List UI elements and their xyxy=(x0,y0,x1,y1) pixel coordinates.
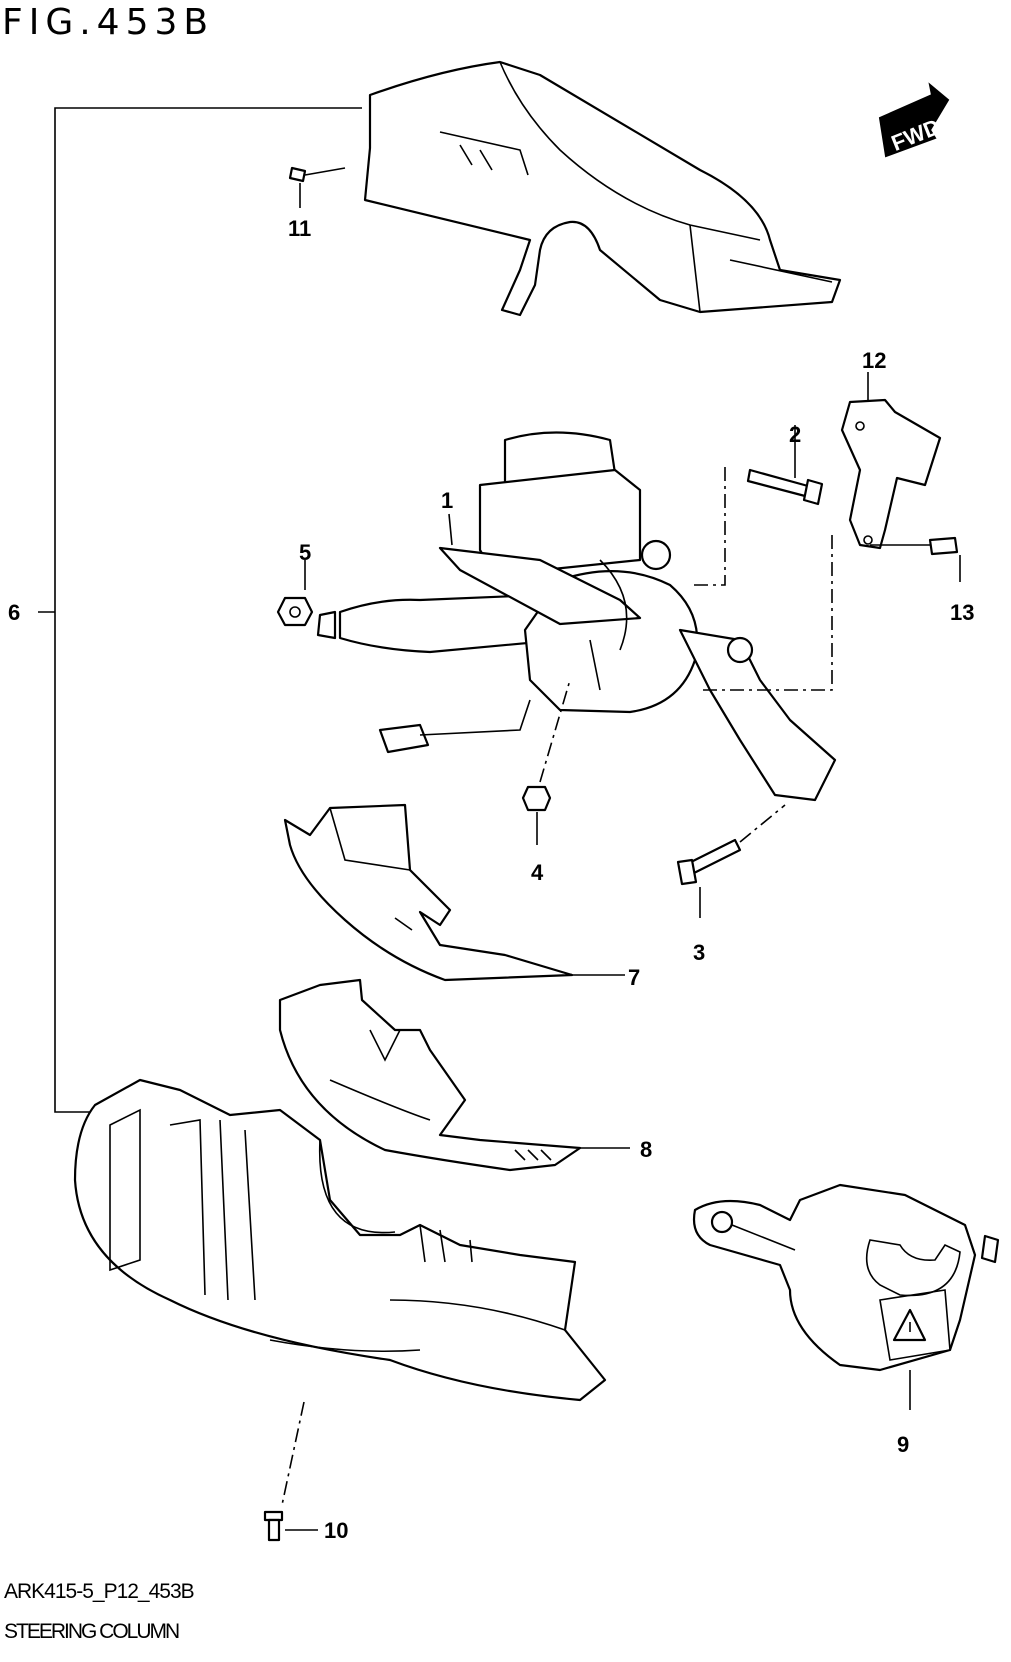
shroud-panel-7 xyxy=(283,803,625,982)
nut-4-icon xyxy=(521,679,571,845)
steering-column-assembly xyxy=(316,431,837,802)
upper-column-cover xyxy=(363,60,842,317)
bolt-3-icon xyxy=(676,804,786,918)
callout-7: 7 xyxy=(628,965,640,990)
callout-10: 10 xyxy=(324,1518,348,1543)
callout-9: 9 xyxy=(897,1432,909,1457)
figure-caption: STEERING COLUMN xyxy=(4,1620,180,1643)
callout-5: 5 xyxy=(299,540,311,565)
shroud-panel-8 xyxy=(278,978,630,1172)
callout-6: 6 xyxy=(8,600,20,625)
callout-3: 3 xyxy=(693,940,705,965)
ignition-cover-9 xyxy=(692,1183,1000,1410)
callout-11: 11 xyxy=(288,216,311,241)
callout-8: 8 xyxy=(640,1137,652,1162)
figure-title: FIG.453B xyxy=(2,2,215,43)
callout-2: 2 xyxy=(789,422,801,447)
bracket-12-icon xyxy=(840,372,942,550)
figure-code: ARK415-5_P12_453B xyxy=(4,1580,195,1603)
bolt-13-icon xyxy=(700,535,961,691)
callout-4: 4 xyxy=(531,860,544,885)
bolt-2-icon xyxy=(690,425,824,586)
callout-12: 12 xyxy=(862,348,886,373)
callout-1: 1 xyxy=(441,488,453,513)
callout-labels: 1 2 3 4 5 6 7 8 9 10 11 12 13 xyxy=(8,216,974,1543)
part-6-group-bracket xyxy=(54,107,362,1113)
lower-column-cover xyxy=(73,1078,607,1402)
fwd-arrow-icon: FWD xyxy=(878,82,950,158)
callout-13: 13 xyxy=(950,600,974,625)
screw-11-icon xyxy=(288,166,346,208)
screw-10-icon xyxy=(263,1401,318,1542)
nut-5-icon xyxy=(276,560,314,627)
